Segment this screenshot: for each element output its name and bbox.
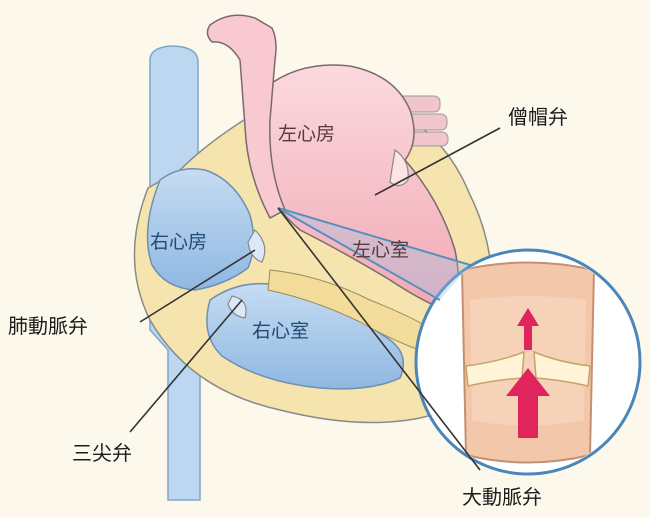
right-ventricle-label: 右心室 — [252, 320, 309, 342]
left-ventricle-label: 左心室 — [352, 239, 409, 261]
mitral-valve-label: 僧帽弁 — [508, 105, 568, 129]
right-atrium-label: 右心房 — [150, 231, 207, 253]
pulmonary-valve-label: 肺動脈弁 — [8, 314, 88, 338]
tricuspid-valve-label: 三尖弁 — [72, 441, 132, 465]
aortic-valve-label: 大動脈弁 — [462, 485, 542, 509]
left-atrium-label: 左心房 — [278, 123, 335, 145]
